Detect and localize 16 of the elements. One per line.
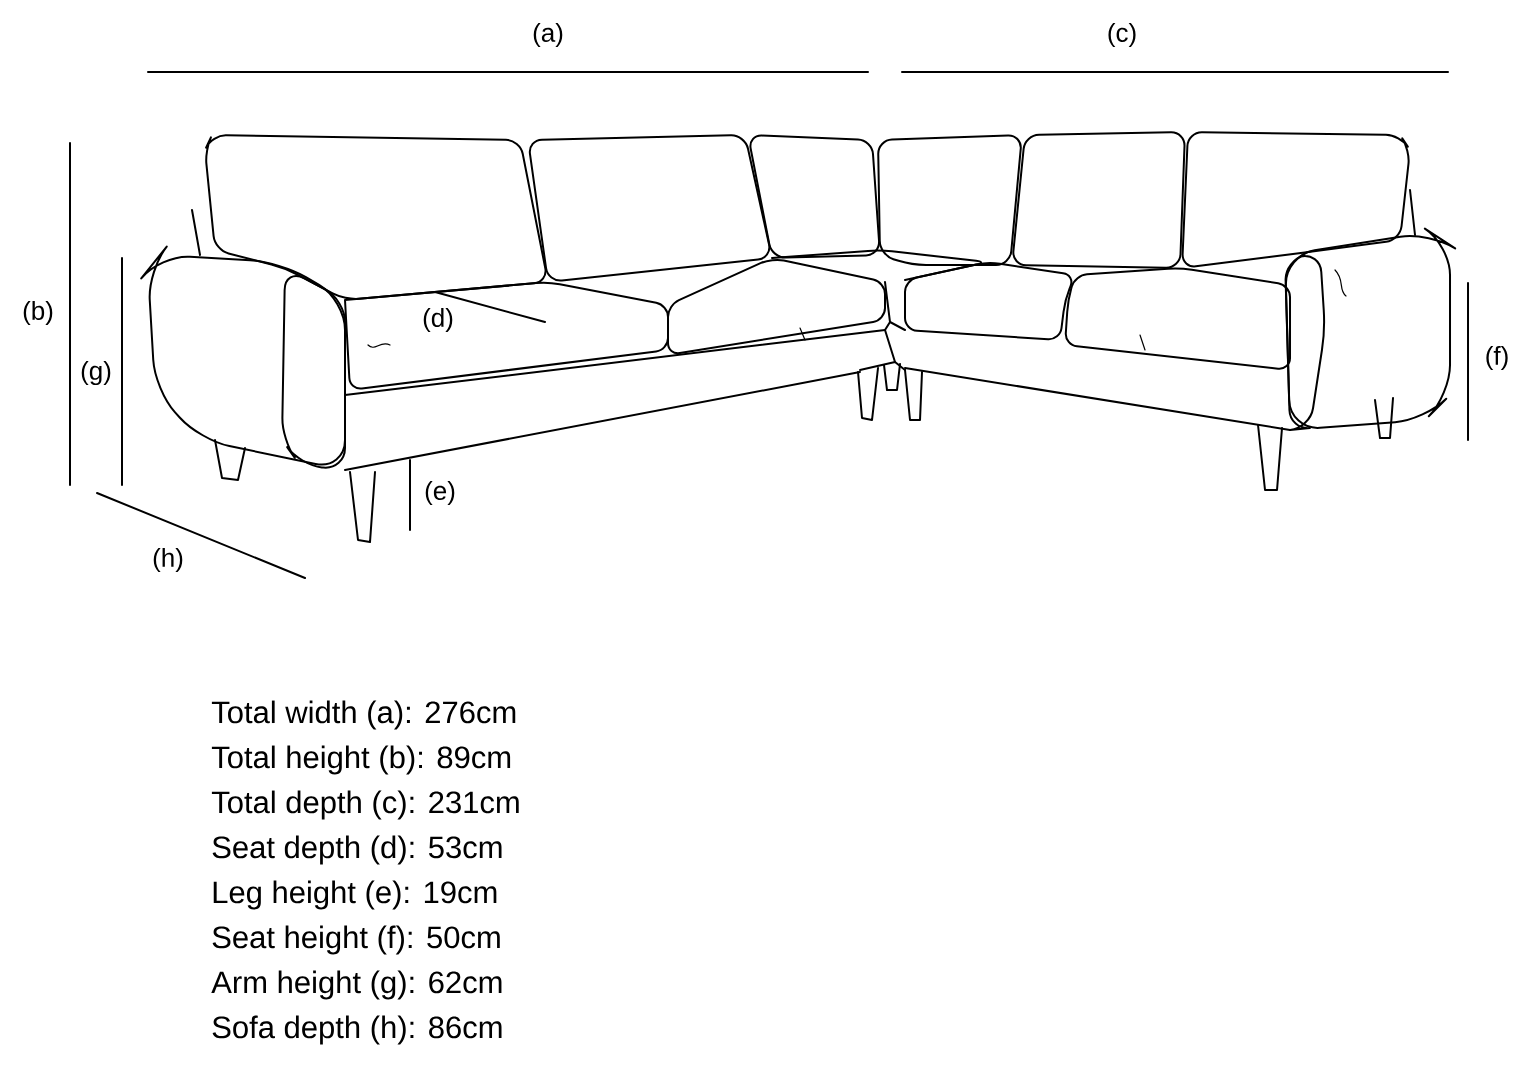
dimension-label: (e) [425, 480, 455, 506]
spec-line: Total width (a): 276cm [211, 700, 516, 730]
spec-line: Arm height (g): 62cm [211, 970, 502, 1000]
dimension-label: (g) [81, 360, 111, 386]
dimension-label: (h) [153, 547, 183, 573]
dimension-label: (d) [423, 307, 453, 333]
spec-line: Seat depth (d): 53cm [212, 835, 502, 865]
dimension-label: (f) [1486, 345, 1508, 371]
spec-line: Total depth (c): 231cm [211, 790, 519, 820]
spec-line: Seat height (f): 50cm [212, 925, 500, 955]
dimension-label: (a) [533, 22, 563, 48]
spec-line: Sofa depth (h): 86cm [212, 1015, 502, 1045]
dimension-label: (b) [23, 300, 53, 326]
dimension-label: (c) [1108, 22, 1136, 48]
spec-line: Leg height (e): 19cm [213, 880, 497, 910]
spec-line: Total height (b): 89cm [211, 745, 511, 775]
